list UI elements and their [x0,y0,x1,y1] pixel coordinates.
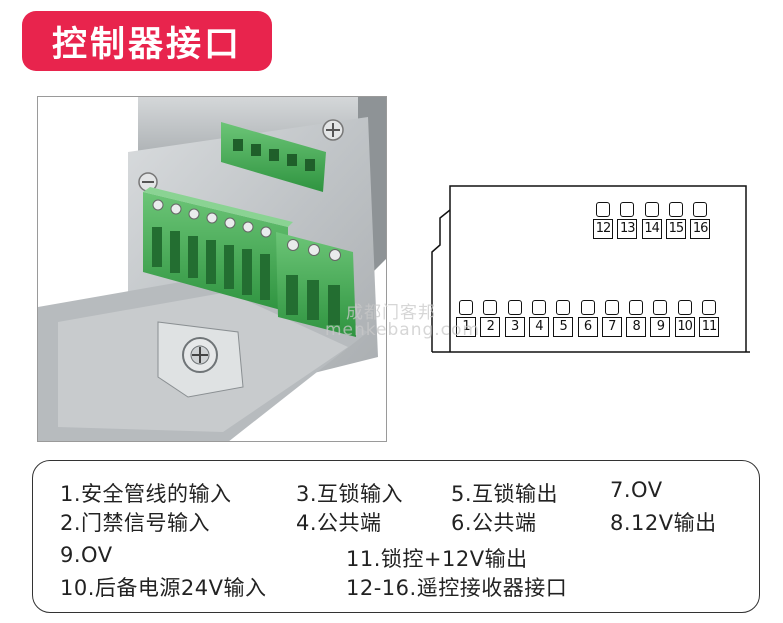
terminal-number: 11 [699,317,719,337]
terminal-pin: 1 [456,300,476,340]
terminal-number: 14 [641,219,662,239]
legend-item-1: 1.安全管线的输入 [60,482,232,506]
terminal-pin: 10 [674,300,695,340]
terminal-slot [644,202,659,217]
legend-item-8: 8.12V输出 [610,511,717,535]
terminal-slot [507,300,522,315]
terminal-number: 6 [577,317,598,337]
terminal-pin: 4 [528,300,549,340]
terminal-number: 16 [690,219,711,239]
terminal-slot [677,300,692,315]
terminal-pin: 6 [577,300,598,340]
terminal-number: 2 [480,317,501,337]
legend-item-9: 9.OV [60,543,113,567]
terminal-pin: 11 [699,300,719,340]
terminal-number: 9 [650,317,671,337]
terminal-slot [702,300,716,315]
diagram-outline [431,185,750,353]
terminal-number: 15 [665,219,686,239]
terminal-slot [653,300,668,315]
terminal-slot [483,300,498,315]
terminal-slot [580,300,595,315]
terminal-pin: 5 [553,300,574,340]
terminal-number: 13 [617,219,638,239]
legend-item-12-16: 12-16.遥控接收器接口 [346,576,568,600]
legend-item-2: 2.门禁信号输入 [60,511,211,535]
terminal-pin: 16 [690,202,711,242]
terminal-slot [459,300,473,315]
terminal-number: 5 [553,317,574,337]
controller-illustration [38,97,386,441]
terminal-pin: 13 [617,202,638,242]
terminal-slot [668,202,683,217]
title-badge: 控制器接口 [22,11,272,71]
terminal-slot [693,202,708,217]
terminal-number: 4 [528,317,549,337]
controller-photo [37,96,387,442]
terminal-slot [596,202,610,217]
legend-item-3: 3.互锁输入 [296,482,404,506]
legend-item-5: 5.互锁输出 [451,482,559,506]
legend-item-10: 10.后备电源24V输入 [60,576,267,600]
watermark-url: menkebang.com [325,320,480,340]
terminal-pin: 14 [641,202,662,242]
terminal-number: 1 [456,317,476,337]
terminal-slot [620,202,635,217]
terminal-pin: 15 [665,202,686,242]
terminal-number: 7 [601,317,622,337]
legend-item-6: 6.公共端 [451,511,537,535]
terminal-slot [629,300,644,315]
terminal-pin: 8 [626,300,647,340]
terminal-pin: 9 [650,300,671,340]
legend-item-11: 11.锁控+12V输出 [346,547,528,571]
legend-box: 1.安全管线的输入 3.互锁输入 5.互锁输出 7.OV 2.门禁信号输入 4.… [32,460,760,613]
watermark-cn: 成都门客邦 [346,303,436,323]
page-title: 控制器接口 [51,24,242,65]
terminal-pin: 7 [601,300,622,340]
terminal-slot [604,300,619,315]
terminal-number: 12 [593,219,613,239]
terminal-pin: 12 [593,202,613,242]
terminal-number: 8 [626,317,647,337]
terminal-slot [556,300,571,315]
terminal-slot [531,300,546,315]
terminal-pin: 3 [504,300,525,340]
legend-item-4: 4.公共端 [296,511,382,535]
terminal-number: 3 [504,317,525,337]
terminal-pin: 2 [480,300,501,340]
legend-item-7: 7.OV [610,478,663,502]
terminal-number: 10 [674,317,695,337]
